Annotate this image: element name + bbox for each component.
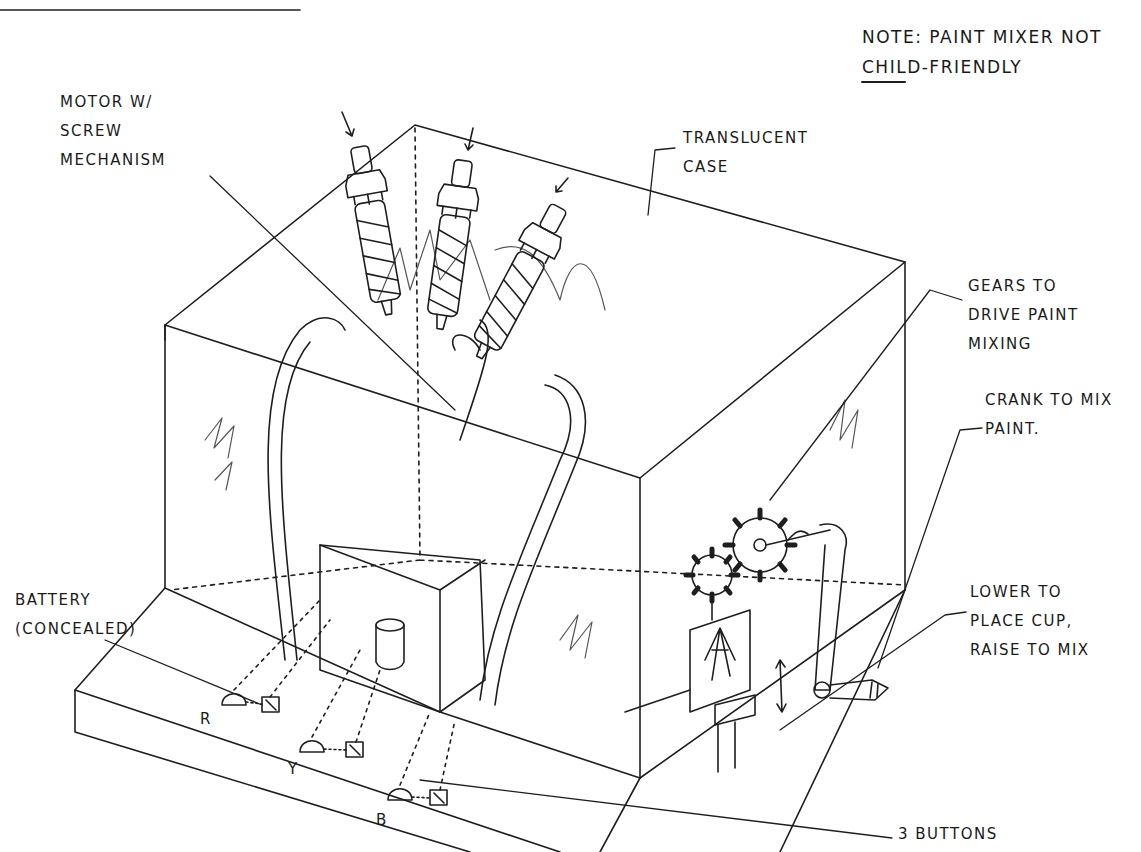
arrow-mark (465, 128, 473, 150)
note-underline (862, 81, 905, 83)
crank-grip (870, 682, 878, 698)
crank (814, 524, 888, 700)
lift-arrow (776, 660, 786, 712)
gear-teeth (725, 510, 795, 580)
base-platform (75, 588, 905, 852)
scribble (378, 230, 605, 310)
gear-train (686, 510, 830, 620)
case-top (165, 125, 905, 478)
scribble (830, 400, 858, 448)
leader-line (648, 148, 675, 215)
mixing-chamber (320, 545, 485, 712)
tube (480, 385, 571, 700)
chamber-side (320, 545, 485, 712)
leader-lines (105, 148, 982, 838)
button (222, 694, 246, 705)
crank-shaft (766, 530, 830, 545)
case-edge (164, 325, 166, 588)
lift-rail (625, 690, 690, 712)
leader-line (770, 290, 962, 500)
translucency-scribbles (205, 230, 858, 658)
rotation-arrow (788, 531, 808, 540)
crank-pivot (814, 682, 830, 698)
arrow-mark (342, 112, 354, 136)
button (300, 741, 324, 752)
paint-tubes (268, 318, 585, 705)
battery-hatch (266, 700, 444, 803)
note-text: NOTE: PAINT MIXER NOT CHILD-FRIENDLY (862, 22, 1102, 82)
crank-arm (815, 524, 846, 690)
leader-line (780, 612, 966, 730)
callout-label: 3 BUTTONS (898, 820, 1038, 849)
case-edge (640, 590, 905, 778)
button-letter: B (376, 806, 406, 835)
arrow-mark (556, 178, 568, 192)
translucent-case (165, 125, 905, 778)
button-letter: R (200, 705, 230, 734)
scribble (205, 418, 234, 458)
lift-legs (718, 722, 735, 772)
base-edge (780, 590, 905, 852)
base-edge (75, 690, 560, 852)
case-edge (164, 325, 166, 340)
crank-handle (830, 680, 888, 700)
gear-teeth (686, 549, 738, 601)
base-edge (600, 778, 640, 852)
wire (234, 600, 455, 790)
button (388, 789, 412, 800)
tube (453, 320, 489, 440)
gear-hub (754, 539, 766, 551)
lift-plate (690, 610, 750, 712)
case-edge (639, 478, 641, 778)
button-letter: Y (288, 755, 318, 784)
callout-label: GEARS TO DRIVE PAINT MIXING (968, 272, 1113, 359)
case-edge (440, 712, 640, 778)
tube (281, 342, 310, 660)
small-arrows (342, 112, 568, 192)
cup-lift (625, 610, 786, 772)
leader-line (105, 640, 262, 705)
lift-lever (715, 695, 755, 725)
base-edge (165, 588, 440, 712)
callout-label: BATTERY (CONCEALED) (15, 586, 155, 644)
cup-top (376, 619, 404, 631)
hidden-edge (170, 128, 905, 590)
page-rule (0, 9, 300, 11)
cup-body (376, 625, 404, 670)
scribble (215, 462, 232, 490)
case-edge (904, 262, 906, 590)
cup-holder (705, 628, 735, 680)
leader-line (420, 780, 892, 838)
callout-label: TRANSLUCENT CASE (683, 124, 823, 182)
leader-line (878, 428, 982, 668)
gear-shaft (711, 595, 713, 620)
chamber-edge (440, 560, 485, 590)
tube (268, 318, 345, 660)
leader-line (210, 176, 455, 410)
callout-label: MOTOR W/ SCREW MECHANISM (60, 88, 185, 175)
scribble (560, 615, 592, 658)
callout-label: LOWER TO PLACE CUP, RAISE TO MIX (970, 578, 1120, 665)
chamber-face (320, 545, 440, 712)
callout-label: CRANK TO MIX PAINT. (985, 386, 1120, 444)
wire (246, 702, 430, 798)
tube (495, 375, 585, 705)
